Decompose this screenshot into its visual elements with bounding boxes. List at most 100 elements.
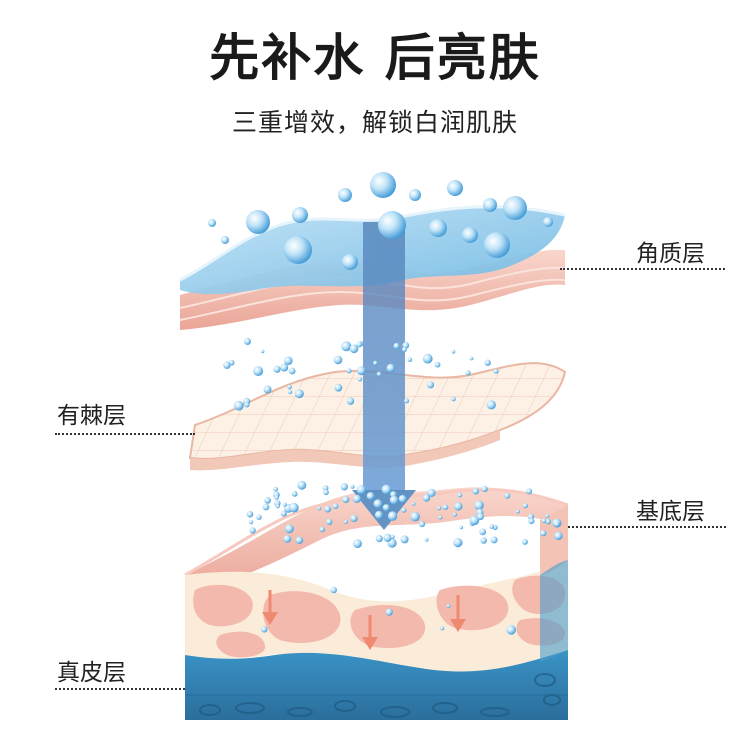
water-droplet <box>472 487 480 495</box>
leader-stratum-basale <box>568 526 726 528</box>
water-droplet <box>390 534 395 540</box>
water-droplet <box>410 511 420 522</box>
water-droplet <box>326 518 333 526</box>
water-droplet <box>287 384 292 390</box>
water-droplet <box>332 503 339 510</box>
water-droplet <box>324 505 332 513</box>
water-droplet <box>407 357 413 363</box>
water-droplet <box>319 526 326 533</box>
water-droplet <box>263 385 272 394</box>
water-droplet <box>356 485 366 495</box>
water-droplet <box>540 530 547 537</box>
water-droplet <box>489 524 495 529</box>
water-droplet <box>554 522 560 527</box>
water-droplet <box>476 513 484 521</box>
water-droplet <box>381 484 392 495</box>
water-droplet <box>469 356 474 361</box>
water-droplet <box>274 495 279 500</box>
water-droplet <box>295 536 304 544</box>
water-droplet <box>401 507 407 513</box>
water-droplet <box>375 535 383 543</box>
water-droplet <box>284 524 294 534</box>
water-droplet <box>382 504 390 512</box>
water-bubble <box>484 232 510 258</box>
water-droplet <box>434 361 441 368</box>
water-bubble <box>208 219 216 227</box>
water-droplet <box>273 486 279 492</box>
water-droplet <box>541 518 547 523</box>
water-droplet <box>356 366 366 376</box>
absorption-arrows <box>262 590 466 650</box>
water-droplet <box>334 383 343 392</box>
water-droplet <box>422 494 431 502</box>
water-droplet <box>427 488 436 497</box>
water-droplet <box>424 537 429 542</box>
water-droplet <box>350 484 355 489</box>
water-droplet <box>440 626 445 631</box>
water-droplet <box>545 514 550 518</box>
water-droplet <box>385 608 393 616</box>
water-droplet <box>376 371 382 377</box>
water-droplet <box>404 398 410 404</box>
water-droplet <box>383 533 392 543</box>
water-droplet <box>454 502 463 511</box>
water-droplet <box>411 502 416 506</box>
water-droplet <box>418 521 426 528</box>
water-droplet <box>233 400 244 411</box>
water-droplet <box>480 537 487 544</box>
water-droplet <box>393 342 400 350</box>
water-droplet <box>261 626 268 633</box>
water-droplet <box>486 400 496 410</box>
water-droplet <box>344 519 348 524</box>
water-droplet <box>346 368 352 374</box>
water-droplet <box>389 495 399 505</box>
water-bubble <box>447 180 463 196</box>
water-droplet <box>282 502 287 507</box>
water-droplet <box>442 504 449 511</box>
water-droplet <box>291 490 298 497</box>
water-droplet <box>356 341 363 348</box>
basal-top-surface <box>185 487 568 595</box>
water-droplet <box>323 489 329 496</box>
water-droplet <box>349 344 359 354</box>
water-droplet <box>374 510 383 519</box>
water-droplet <box>515 509 520 514</box>
water-droplet <box>398 495 407 503</box>
water-droplet <box>366 492 375 500</box>
water-bubble <box>338 188 352 202</box>
water-droplet <box>322 485 329 491</box>
water-droplet <box>457 492 463 498</box>
water-droplet <box>357 377 363 382</box>
water-droplet <box>341 341 352 352</box>
leader-stratum-corneum <box>560 268 725 270</box>
water-bubble <box>503 196 527 220</box>
water-droplet <box>521 538 528 545</box>
water-droplet <box>528 517 535 525</box>
water-bubble <box>483 198 497 212</box>
water-droplet <box>223 361 231 369</box>
page-subtitle: 三重增效，解锁白润肌肤 <box>231 108 518 137</box>
water-droplet <box>256 514 262 520</box>
water-droplet <box>545 518 551 525</box>
label-dermis: 真皮层 <box>57 660 126 686</box>
water-droplet <box>287 389 293 395</box>
water-droplet <box>350 514 358 523</box>
water-droplet <box>437 506 442 511</box>
water-droplet <box>284 356 293 366</box>
water-droplet <box>484 359 491 366</box>
water-droplet <box>297 480 307 490</box>
water-droplet <box>330 586 337 594</box>
water-droplet <box>342 496 350 504</box>
dermis-layer <box>185 650 568 720</box>
water-droplet <box>333 355 343 365</box>
water-droplet <box>453 538 463 548</box>
water-droplet <box>283 535 292 543</box>
water-droplet <box>352 494 362 503</box>
water-droplet <box>289 502 299 513</box>
water-bubble <box>378 211 406 239</box>
water-bubble <box>462 227 478 243</box>
water-droplet <box>273 365 281 373</box>
water-droplet <box>294 389 304 399</box>
water-bubble <box>292 207 308 223</box>
